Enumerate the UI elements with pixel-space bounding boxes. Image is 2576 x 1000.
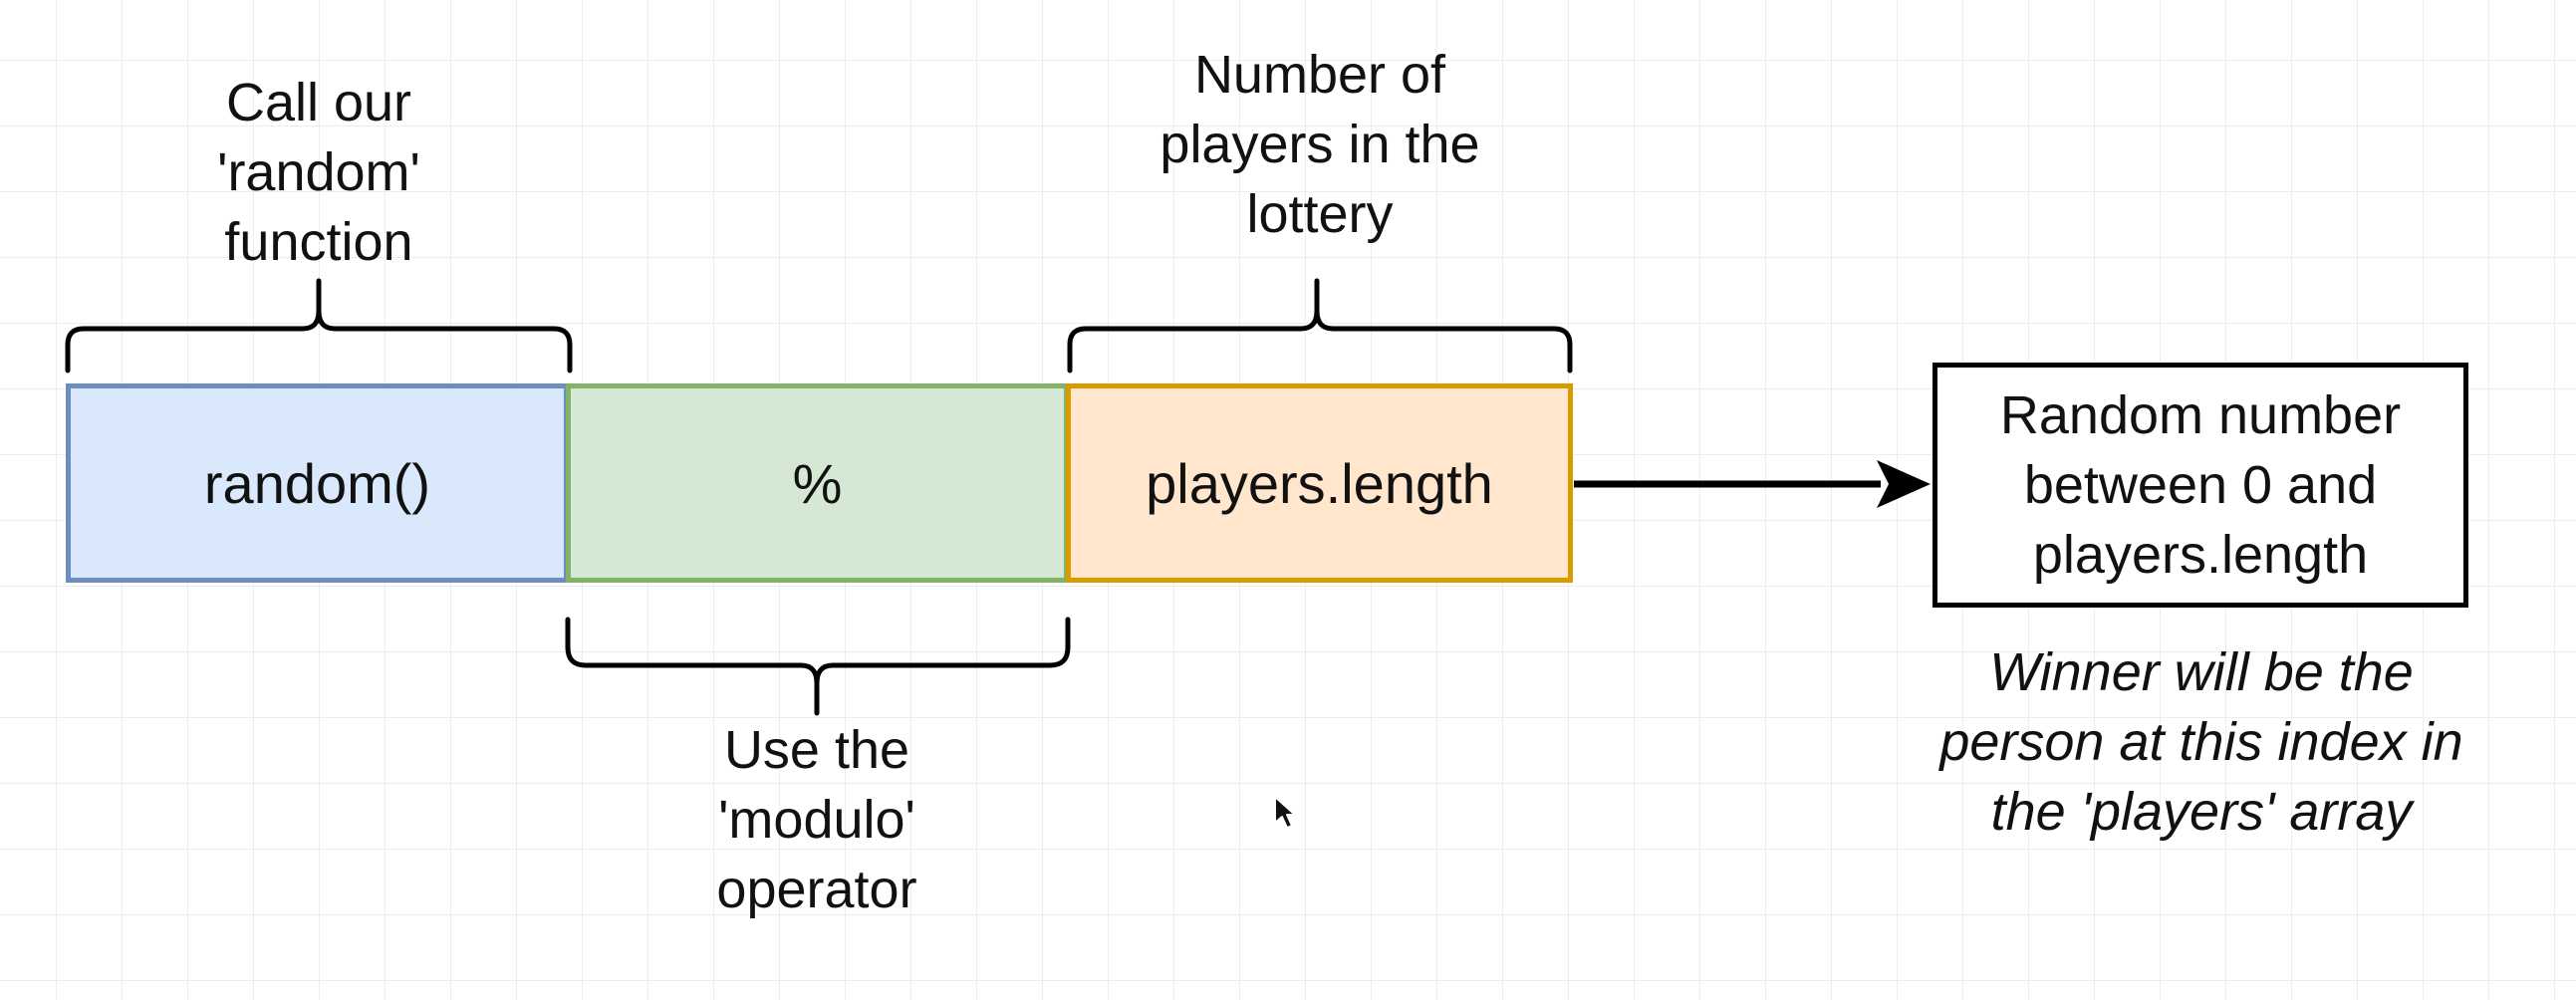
winner-note-line-3: the 'players' array — [1990, 782, 2413, 842]
brace-player-count — [1067, 278, 1573, 374]
label-random-call-line-3: function — [224, 212, 413, 272]
winner-note-line-2: person at this index in — [1939, 712, 2463, 772]
label-player-count: Number of players in the lottery — [1076, 40, 1564, 249]
label-player-count-line-3: lottery — [1246, 184, 1394, 244]
brace-random-call — [65, 278, 573, 374]
segment-modulo: % — [566, 383, 1069, 583]
label-random-call: Call our 'random' function — [120, 68, 518, 277]
segment-modulo-text: % — [792, 451, 843, 515]
result-line-3: players.length — [2032, 525, 2369, 585]
label-modulo-op: Use the 'modulo' operator — [618, 715, 1016, 924]
winner-note-line-1: Winner will be the — [1989, 642, 2414, 702]
segment-random: random() — [66, 383, 569, 583]
label-player-count-line-2: players in the — [1159, 115, 1480, 174]
label-random-call-line-2: 'random' — [217, 142, 420, 202]
label-modulo-op-line-1: Use the — [723, 720, 910, 780]
segment-length: players.length — [1066, 383, 1573, 583]
result-line-2: between 0 and — [2023, 455, 2378, 515]
arrow-head — [1877, 460, 1931, 508]
segment-random-text: random() — [203, 451, 431, 515]
brace-modulo-op — [565, 617, 1071, 716]
result-box: Random number between 0 and players.leng… — [1932, 363, 2468, 608]
label-player-count-line-1: Number of — [1193, 45, 1446, 105]
label-random-call-line-1: Call our — [225, 73, 412, 132]
segment-length-text: players.length — [1146, 451, 1493, 515]
label-modulo-op-line-3: operator — [716, 860, 917, 919]
winner-note: Winner will be the person at this index … — [1873, 637, 2530, 847]
result-line-1: Random number — [1999, 385, 2402, 445]
label-modulo-op-line-2: 'modulo' — [718, 790, 915, 850]
mouse-cursor-icon — [1274, 796, 1296, 829]
